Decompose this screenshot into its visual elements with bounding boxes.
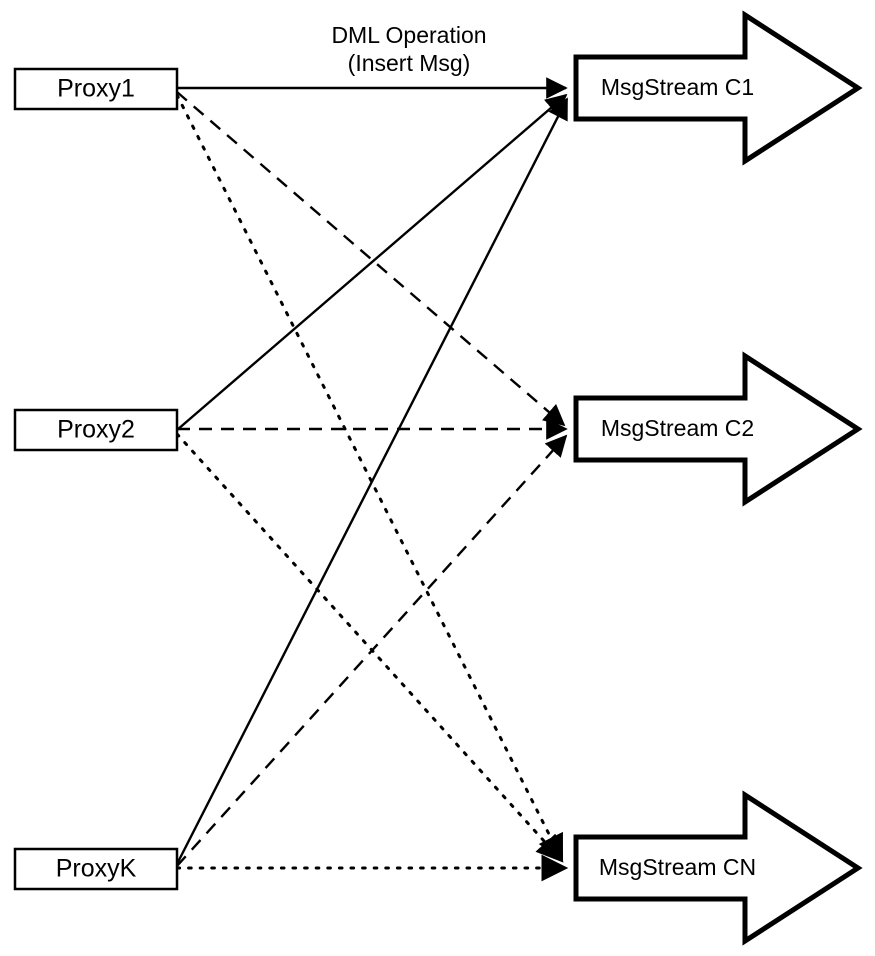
msgstream-label: MsgStream C2 [601,415,754,441]
msgstream-node-c1[interactable]: MsgStream C1 [573,10,863,166]
link-proxy2-to-msgstream-cn [175,432,564,863]
proxy-nodes-layer: Proxy1 Proxy2 ProxyK [13,67,179,891]
proxy-box[interactable] [13,847,179,891]
link-proxy1-to-msgstream-cn [175,93,564,863]
link-proxyk-to-msgstream-c2 [176,434,568,867]
proxy-box[interactable] [13,408,179,452]
block-arrow-icon[interactable] [573,351,863,507]
edge-caption: DML Operation (Insert Msg) [331,22,486,76]
links-layer [175,77,569,882]
edge-caption-line-1: DML Operation [331,22,486,48]
msgstream-node-c2[interactable]: MsgStream C2 [573,351,863,507]
proxy-label: Proxy1 [57,75,135,103]
block-arrow-icon[interactable] [573,790,863,946]
proxy-box[interactable] [13,67,179,111]
proxy-label: Proxy2 [57,416,135,444]
link-proxy2-to-msgstream-c1 [176,93,568,431]
proxy-node-proxy1[interactable]: Proxy1 [13,67,179,111]
msgstream-nodes-layer: MsgStream C1 MsgStream C2 MsgStream CN [573,10,863,946]
proxy-node-proxyk[interactable]: ProxyK [13,847,179,891]
msgstream-label: MsgStream C1 [601,74,754,100]
msgstream-label: MsgStream CN [599,854,756,880]
link-proxy1-to-msgstream-c2 [176,91,566,427]
msgstream-node-cn[interactable]: MsgStream CN [573,790,863,946]
proxy-node-proxy2[interactable]: Proxy2 [13,408,179,452]
link-proxyk-to-msgstream-c1 [175,97,569,865]
edge-caption-line-2: (Insert Msg) [348,50,471,76]
block-arrow-icon[interactable] [573,10,863,166]
proxy-label: ProxyK [56,855,137,883]
